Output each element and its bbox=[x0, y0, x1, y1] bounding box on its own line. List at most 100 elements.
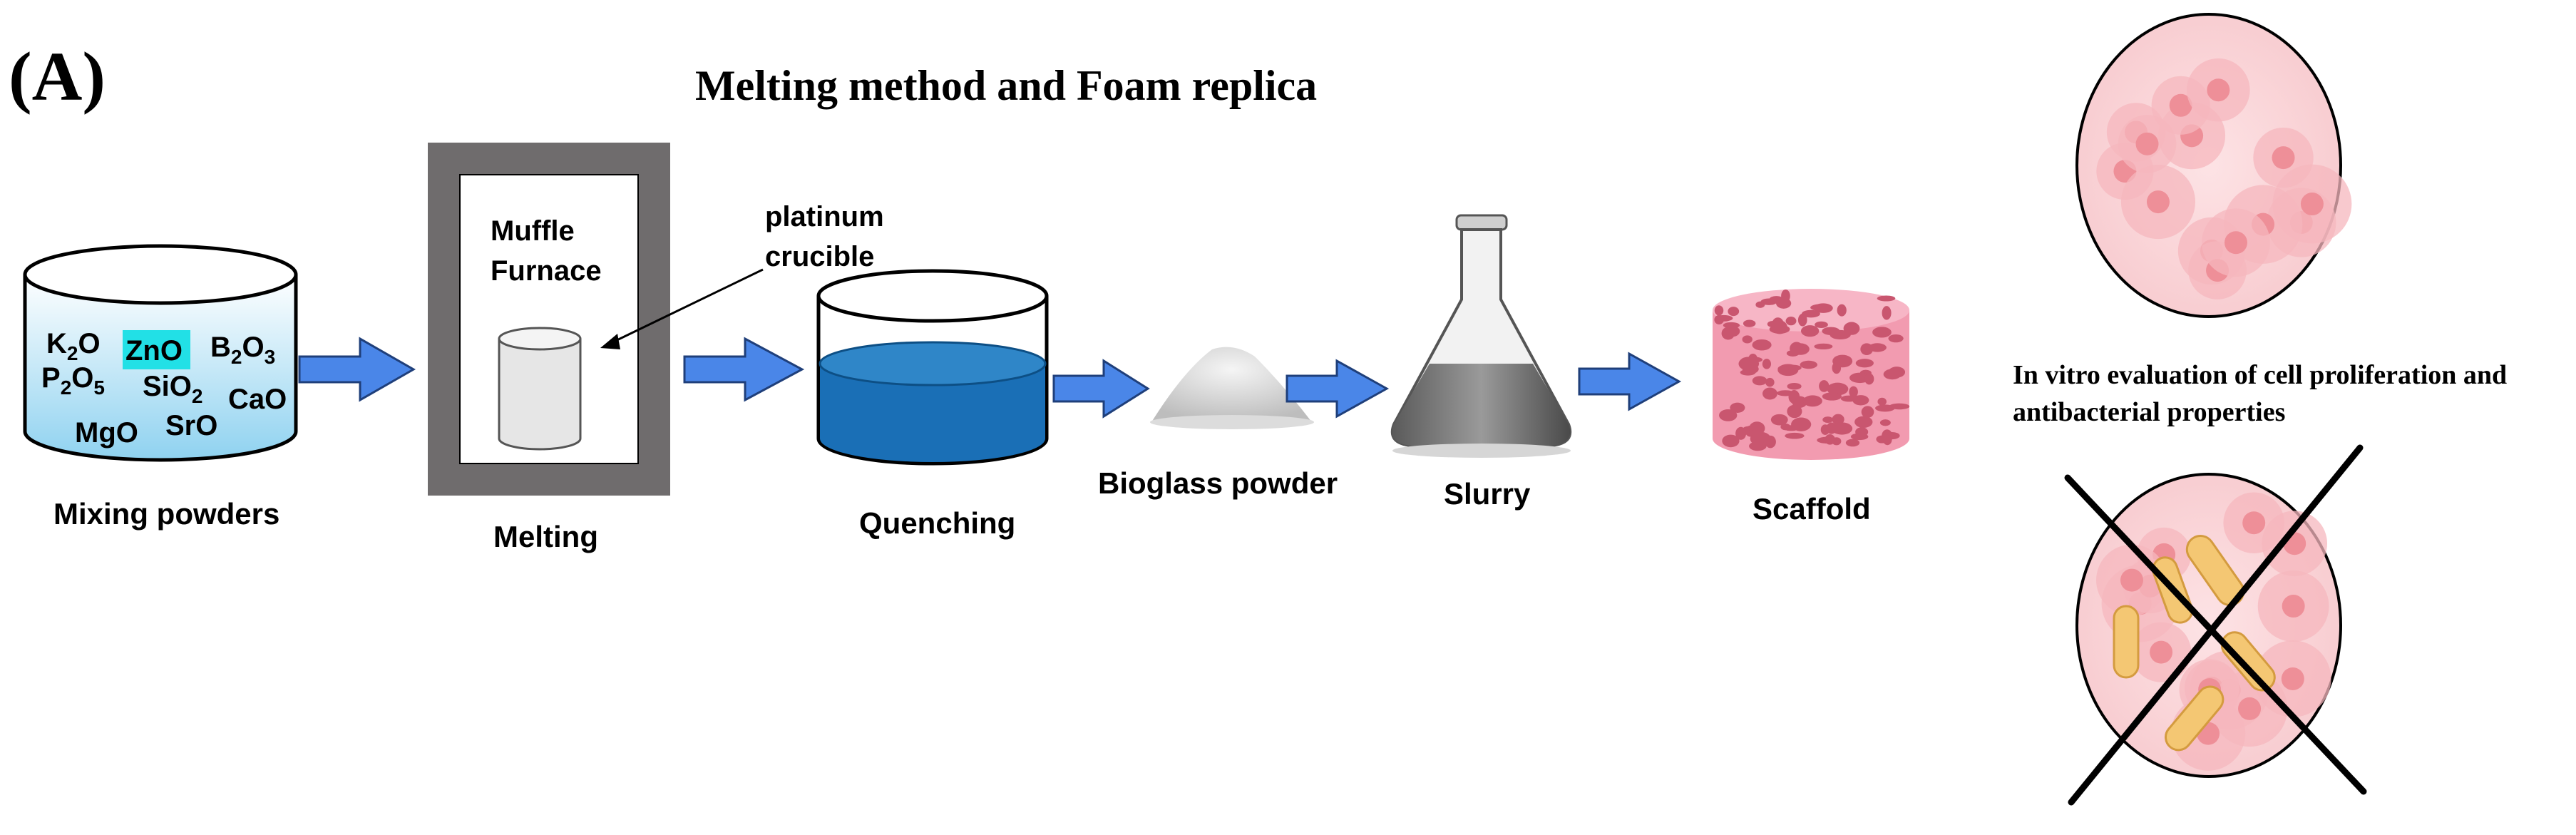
scaffold-pore bbox=[1749, 429, 1763, 436]
scaffold-pore bbox=[1854, 416, 1873, 428]
cell-nucleus bbox=[2242, 511, 2266, 535]
scaffold-pore bbox=[1879, 419, 1891, 426]
cell-nucleus bbox=[2300, 193, 2324, 216]
oxide-sro: SrO bbox=[165, 410, 217, 441]
cell-nucleus bbox=[2146, 190, 2170, 214]
scaffold-pore bbox=[1730, 402, 1745, 413]
scaffold-pore bbox=[1810, 304, 1832, 312]
scaffold-pore bbox=[1762, 359, 1772, 369]
scaffold-pore bbox=[1782, 425, 1800, 431]
label-bioglass-powder: Bioglass powder bbox=[1098, 466, 1338, 500]
cell-culture-icon bbox=[2075, 13, 2352, 318]
label-scaffold: Scaffold bbox=[1753, 492, 1871, 526]
scaffold-pore bbox=[1843, 322, 1860, 335]
scaffold-pore bbox=[1723, 322, 1740, 329]
scaffold-pore bbox=[1787, 383, 1802, 390]
scaffold-pore bbox=[1855, 427, 1869, 437]
powder-pile-icon bbox=[1150, 347, 1314, 429]
scaffold-pore bbox=[1820, 424, 1830, 435]
scaffold-pore bbox=[1877, 295, 1896, 302]
cell-nucleus bbox=[2169, 93, 2192, 117]
evaluation-line1: In vitro evaluation of cell proliferatio… bbox=[2013, 360, 2507, 390]
scaffold-pore bbox=[1762, 387, 1777, 400]
scaffold-pore bbox=[1815, 321, 1828, 329]
cell-nucleus bbox=[2282, 595, 2305, 618]
label-melting: Melting bbox=[493, 520, 598, 553]
scaffold-pore bbox=[1781, 289, 1790, 303]
cell-nucleus bbox=[2238, 697, 2262, 720]
scaffold-icon bbox=[1713, 289, 1910, 460]
crucible-pointer bbox=[600, 268, 764, 349]
scaffold-pore bbox=[1752, 339, 1772, 351]
scaffold-pore bbox=[1800, 360, 1818, 369]
scaffold-pore bbox=[1790, 342, 1804, 356]
cell-nucleus bbox=[2207, 78, 2230, 102]
scaffold-pore bbox=[1864, 373, 1874, 385]
label-mixing-powders: Mixing powders bbox=[53, 497, 279, 531]
scaffold-pore bbox=[1855, 359, 1874, 368]
scaffold-pore bbox=[1832, 414, 1844, 425]
scaffold-pore bbox=[1822, 327, 1840, 335]
evaluation-line2: antibacterial properties bbox=[2013, 397, 2285, 427]
quench-beaker-icon bbox=[816, 269, 1049, 466]
scaffold-pore bbox=[1797, 313, 1807, 327]
scaffold-pore bbox=[1822, 392, 1842, 401]
arrow-right-icon bbox=[1052, 359, 1150, 419]
scaffold-pore bbox=[1881, 429, 1893, 444]
oxide-labels: K2O ZnO B2O3 P2O5 SiO2 CaO MgO SrO bbox=[41, 328, 287, 449]
cell-nucleus bbox=[2224, 231, 2247, 255]
scaffold-pore bbox=[1822, 416, 1833, 424]
scaffold-pore bbox=[1845, 439, 1860, 447]
scaffold-pore bbox=[1827, 382, 1849, 396]
diagram-title: Melting method and Foam replica bbox=[695, 62, 1317, 109]
cell-nucleus bbox=[2150, 640, 2173, 664]
oxide-b2o3: B2O3 bbox=[210, 332, 275, 368]
cross-icon bbox=[2064, 444, 2367, 806]
zno-highlight bbox=[123, 330, 190, 369]
scaffold-pore bbox=[1872, 327, 1892, 338]
scaffold-pore bbox=[1883, 369, 1902, 380]
oxide-p2o5: P2O5 bbox=[41, 362, 105, 399]
scaffold-pore bbox=[1772, 320, 1787, 334]
scaffold-pore bbox=[1770, 414, 1788, 426]
scaffold-pore bbox=[1800, 325, 1820, 337]
scaffold-pore bbox=[1735, 426, 1747, 440]
label-quenching: Quenching bbox=[859, 506, 1015, 540]
scaffold-pore bbox=[1861, 406, 1874, 419]
arrow-right-icon bbox=[683, 337, 805, 402]
scaffold-pore bbox=[1888, 334, 1904, 343]
scaffold-pore bbox=[1719, 409, 1738, 421]
scaffold-pore bbox=[1714, 314, 1724, 325]
furnace-label-line1: Muffle bbox=[491, 215, 575, 247]
oxide-k2o: K2O bbox=[46, 328, 101, 364]
scaffold-pore bbox=[1760, 298, 1777, 305]
arrow-right-icon bbox=[298, 337, 416, 402]
panel-label: (A) bbox=[9, 39, 106, 116]
label-slurry: Slurry bbox=[1444, 477, 1531, 511]
scaffold-pore bbox=[1728, 307, 1740, 317]
scaffold-pore bbox=[1765, 377, 1775, 387]
scaffold-pore bbox=[1785, 364, 1802, 371]
scaffold-pore bbox=[1819, 380, 1830, 392]
cell-nucleus bbox=[2272, 146, 2295, 170]
scaffold-pore bbox=[1723, 325, 1740, 337]
scaffold-pore bbox=[1849, 386, 1858, 398]
scaffold-pore bbox=[1801, 309, 1820, 318]
scaffold-pore bbox=[1755, 301, 1765, 308]
scaffold-pore bbox=[1749, 441, 1767, 451]
crucible-icon bbox=[498, 327, 582, 451]
scaffold-pore bbox=[1752, 376, 1767, 386]
scaffold-pore bbox=[1765, 435, 1776, 449]
scaffold-pore bbox=[1877, 397, 1887, 406]
scaffold-pore bbox=[1831, 422, 1853, 435]
scaffold-pore bbox=[1840, 395, 1858, 402]
scaffold-pore bbox=[1889, 403, 1910, 410]
flask-icon bbox=[1390, 214, 1572, 458]
scaffold-pore bbox=[1743, 319, 1756, 327]
oxide-mgo: MgO bbox=[75, 417, 138, 449]
oxide-sio2: SiO2 bbox=[143, 371, 202, 407]
cell-nucleus bbox=[2120, 568, 2143, 592]
scaffold-pore bbox=[1802, 395, 1822, 407]
scaffold-pore bbox=[1788, 390, 1800, 404]
